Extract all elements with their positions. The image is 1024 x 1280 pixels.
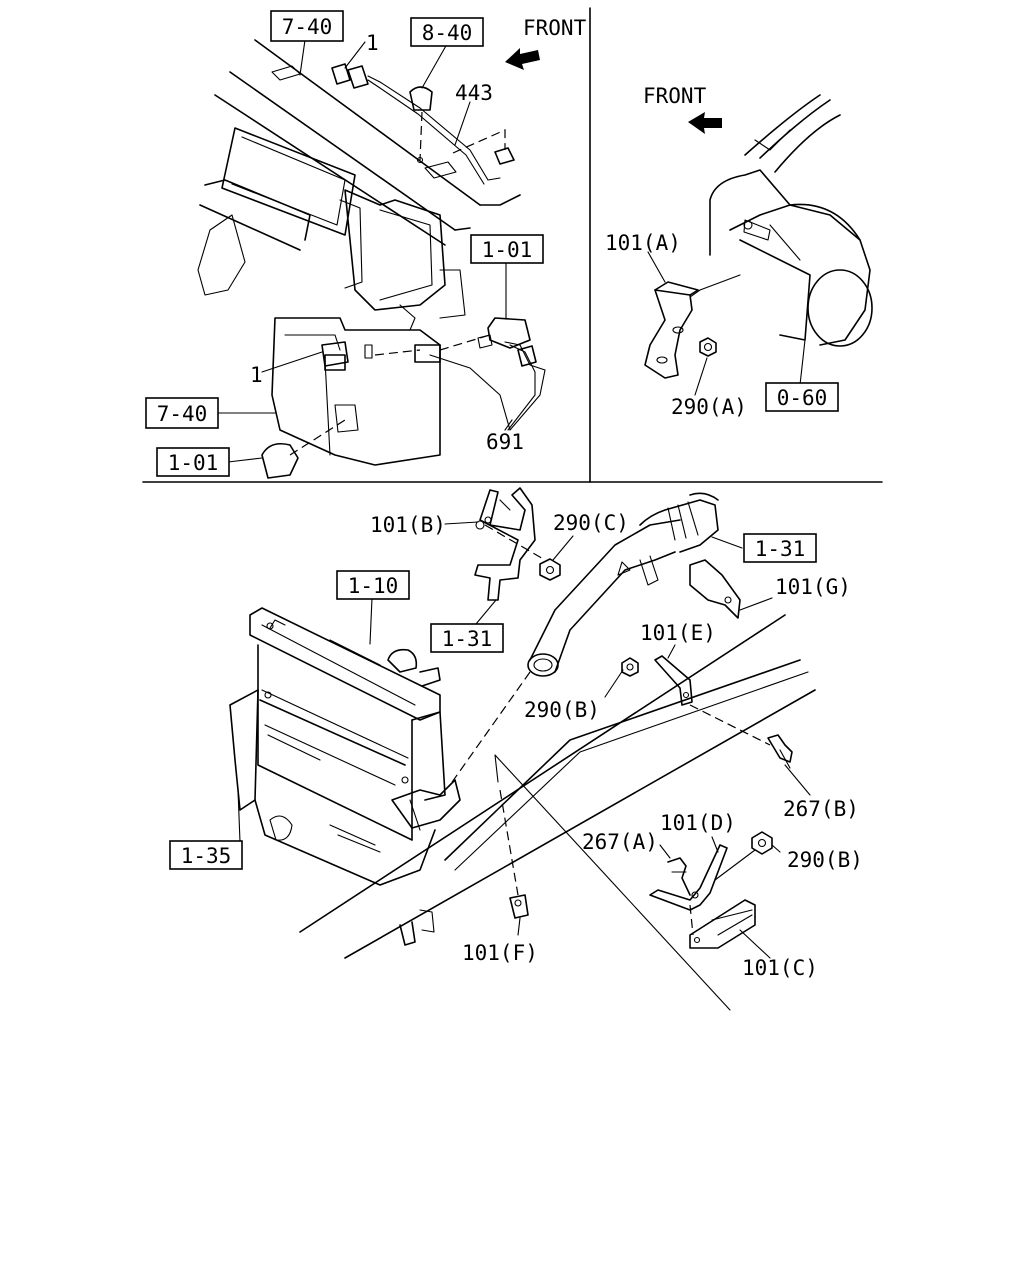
- dash-101D: [689, 904, 694, 936]
- part-label-290B-low: 290(B): [787, 848, 863, 872]
- bracket-101F: [509, 894, 529, 919]
- radiator-assembly: [229, 607, 461, 886]
- bracket-101A: [644, 274, 741, 379]
- bracket-101B: [474, 487, 546, 601]
- ref-box-1-01-right: 1-01: [470, 234, 544, 264]
- hose-1-31: [449, 492, 719, 786]
- svg-text:7-40: 7-40: [282, 15, 333, 39]
- part-label-267A: 267(A): [582, 830, 658, 854]
- part-label-1-mid: 1: [250, 363, 263, 387]
- bolt-267A: [667, 857, 691, 896]
- dash-101F: [499, 789, 519, 896]
- bracket-101G: [689, 559, 741, 619]
- front-label-right: FRONT: [643, 84, 707, 108]
- svg-text:7-40: 7-40: [157, 402, 208, 426]
- nut-290A: [699, 337, 717, 357]
- svg-text:1-01: 1-01: [482, 238, 533, 262]
- starter-motor-assembly: [709, 94, 873, 347]
- part-label-101F: 101(F): [462, 941, 538, 965]
- leaders-top-left: [215, 39, 513, 463]
- ref-box-1-01-low: 1-01: [156, 447, 230, 477]
- harness-691: [374, 317, 546, 431]
- svg-text:0-60: 0-60: [777, 386, 828, 410]
- ref-box-0-60: 0-60: [765, 382, 839, 412]
- part-label-267B: 267(B): [783, 797, 859, 821]
- part-label-290A: 290(A): [671, 395, 747, 419]
- part-label-101C: 101(C): [742, 956, 818, 980]
- ref-box-8-40: 8-40: [410, 17, 484, 47]
- part-label-691: 691: [486, 430, 524, 454]
- part-label-101E: 101(E): [640, 621, 716, 645]
- part-label-290C: 290(C): [553, 511, 629, 535]
- part-label-101D: 101(D): [660, 811, 736, 835]
- ref-box-1-35: 1-35: [169, 840, 243, 870]
- leaders-bottom: [237, 521, 811, 959]
- front-arrow-right-icon: [688, 112, 722, 134]
- leaders-top-right: [647, 251, 806, 396]
- part-label-101G: 101(G): [775, 575, 851, 599]
- ref-box-1-31-right: 1-31: [743, 533, 817, 563]
- svg-text:1-01: 1-01: [168, 451, 219, 475]
- svg-text:1-31: 1-31: [755, 537, 806, 561]
- dash-101E-267B: [689, 704, 771, 746]
- nut-290C: [539, 558, 561, 581]
- part-label-290B-mid: 290(B): [524, 698, 600, 722]
- ref-box-7-40-mid: 7-40: [145, 397, 219, 429]
- detail-triangle: [494, 754, 731, 1011]
- harness-443: [331, 63, 515, 185]
- ref-box-1-31-left: 1-31: [430, 623, 504, 653]
- lower-switch: [261, 341, 349, 479]
- ref-box-7-40-top: 7-40: [270, 10, 344, 42]
- frame-rails: [299, 614, 816, 959]
- part-label-101A: 101(A): [605, 231, 681, 255]
- nut-290B-low: [751, 831, 773, 855]
- svg-text:1-31: 1-31: [442, 627, 493, 651]
- front-arrow-top-icon: [505, 48, 540, 70]
- bracket-101C: [689, 899, 756, 949]
- svg-text:1-35: 1-35: [181, 844, 232, 868]
- bolt-267B: [767, 734, 793, 769]
- leader-290B-low-line: [714, 849, 756, 881]
- ref-box-1-10: 1-10: [336, 570, 410, 600]
- front-label-top: FRONT: [523, 16, 587, 40]
- bracket-101D: [649, 844, 728, 911]
- part-label-101B: 101(B): [370, 513, 446, 537]
- part-label-1-top: 1: [366, 31, 379, 55]
- bracket-101E: [654, 655, 693, 706]
- svg-text:1-10: 1-10: [348, 574, 399, 598]
- nut-290B-mid: [621, 657, 639, 677]
- svg-text:8-40: 8-40: [422, 21, 473, 45]
- part-label-443: 443: [455, 81, 493, 105]
